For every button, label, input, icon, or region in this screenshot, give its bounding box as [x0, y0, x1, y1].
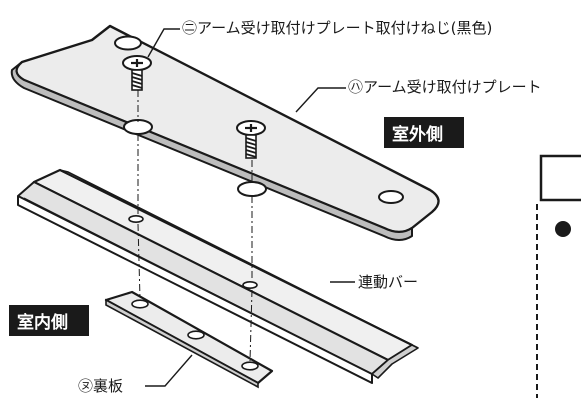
- screw-label: ㊁アーム受け取付けプレート取付けねじ(黒色): [182, 19, 492, 37]
- arm-mounting-plate: [10, 24, 440, 241]
- phillips-screw-icon: [122, 55, 152, 91]
- indicator-dot-icon: [555, 221, 571, 237]
- plate-label: ㋩アーム受け取付けプレート: [348, 78, 542, 96]
- mounting-hole-icon: [187, 330, 205, 340]
- callout-leaders: [145, 28, 355, 387]
- phillips-screw-icon: [236, 120, 266, 159]
- assembly-guide-lines: [137, 90, 253, 362]
- mounting-hole-icon: [241, 361, 259, 371]
- mounting-hole-icon: [378, 190, 404, 204]
- mounting-hole-icon: [131, 299, 149, 309]
- cropped-device-outline: [536, 154, 581, 398]
- inside-tag-label: 室内側: [17, 312, 68, 333]
- mounting-hole-icon: [242, 280, 258, 289]
- back-plate-label: ㋦裏板: [78, 377, 123, 395]
- outside-tag: 室外側: [384, 117, 464, 148]
- mounting-hole-icon: [114, 35, 142, 51]
- outside-tag-label: 室外側: [392, 124, 443, 145]
- bar-label: 連動バー: [358, 273, 418, 291]
- mounting-hole-icon: [123, 119, 153, 135]
- mounting-hole-icon: [128, 215, 144, 224]
- inside-tag: 室内側: [9, 305, 89, 336]
- connecting-bar: [17, 168, 419, 384]
- back-plate: [104, 290, 274, 389]
- mounting-hole-icon: [237, 181, 267, 197]
